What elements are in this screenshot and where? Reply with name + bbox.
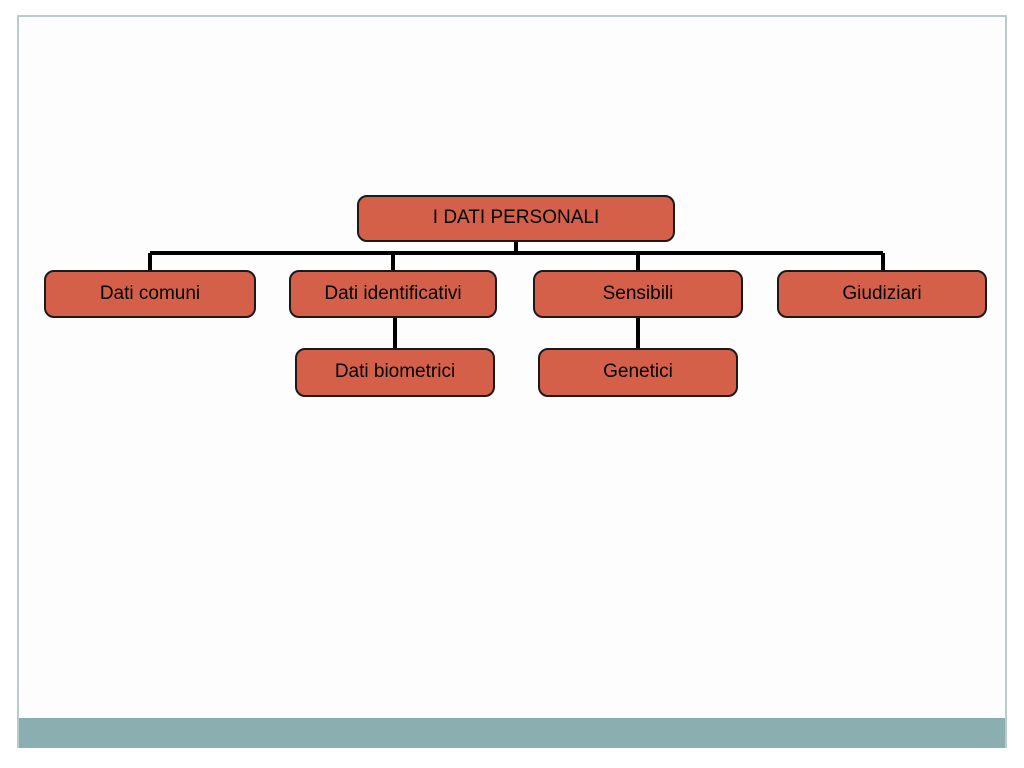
node-dati-comuni[interactable]: Dati comuni — [44, 270, 256, 318]
slide-frame-border — [17, 15, 1007, 748]
node-giudiziari[interactable]: Giudiziari — [777, 270, 987, 318]
node-dati-biometrici[interactable]: Dati biometrici — [295, 348, 495, 397]
node-label: Giudiziari — [842, 282, 922, 304]
node-label: Genetici — [603, 361, 673, 383]
footer-band — [19, 718, 1005, 748]
node-dati-identificativi[interactable]: Dati identificativi — [289, 270, 497, 318]
node-label: I DATI PERSONALI — [432, 207, 600, 229]
node-label: Dati comuni — [99, 282, 201, 304]
node-genetici[interactable]: Genetici — [538, 348, 738, 397]
node-sensibili[interactable]: Sensibili — [533, 270, 743, 318]
node-label: Dati biometrici — [334, 361, 456, 383]
node-root[interactable]: I DATI PERSONALI — [357, 195, 675, 242]
node-label: Dati identificativi — [324, 282, 462, 304]
node-label: Sensibili — [602, 282, 674, 304]
